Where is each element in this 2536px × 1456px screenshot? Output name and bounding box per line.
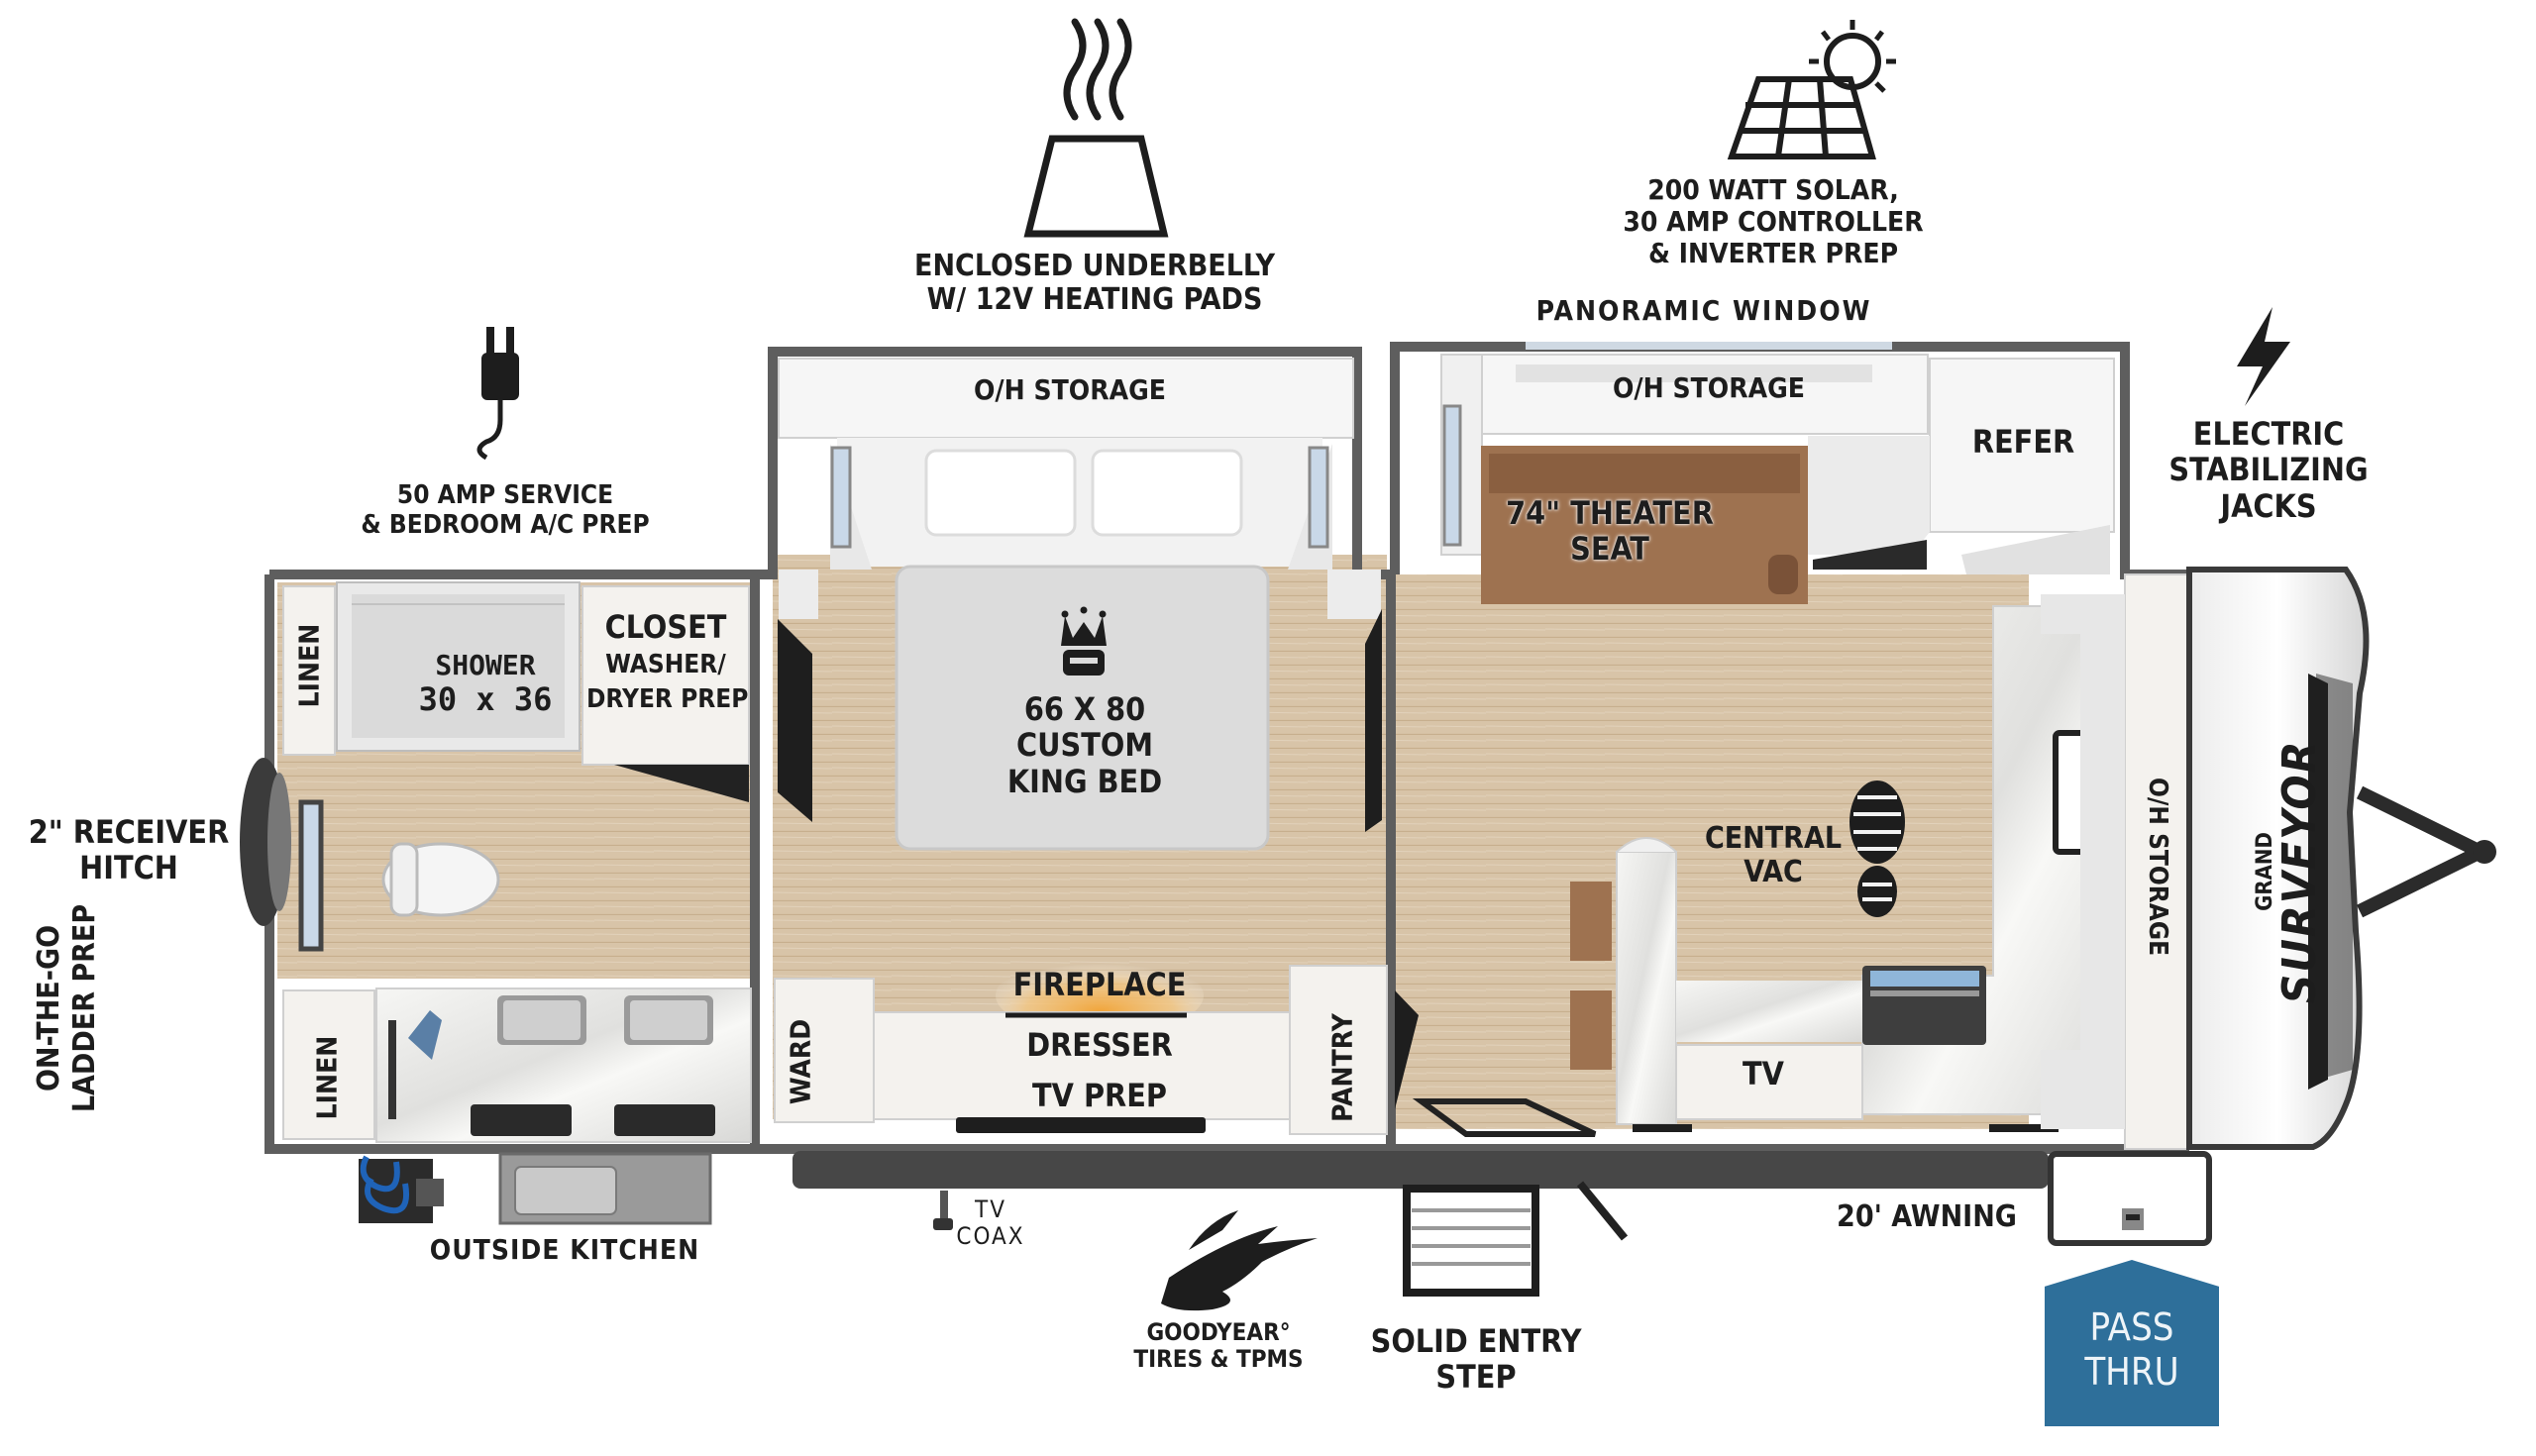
linen-top [282, 585, 336, 756]
closet-cabinet [581, 585, 750, 766]
heat-pad-icon [1023, 18, 1169, 238]
wall-ledge [792, 1151, 2049, 1189]
linen-top-label: LINEN [292, 623, 326, 708]
tow-hitch [2356, 785, 2481, 918]
refer-label: REFER [1971, 423, 2075, 461]
receiver-hitch-label: 2" RECEIVER HITCH [28, 813, 230, 887]
footprint-icon [1849, 780, 1905, 917]
pass-thru-badge: PASS THRU [2045, 1260, 2219, 1426]
pantry-label: PANTRY [1325, 1013, 1359, 1122]
solar-panel-icon [1727, 20, 1896, 159]
brand-logo: GRAND SURVEYOR [2253, 739, 2326, 1004]
fireplace-label: FIREPLACE [1012, 966, 1187, 1003]
outside-kitchen-label: OUTSIDE KITCHEN [429, 1233, 700, 1266]
ladder-prep-label: ON-THE-GO LADDER PREP [32, 903, 102, 1113]
tv-label: TV [1743, 1055, 1784, 1092]
plug-icon [476, 327, 519, 461]
theater-seat-label: 74" THEATER SEAT [1506, 494, 1714, 569]
pillow-left [924, 449, 1077, 537]
bath-window [298, 799, 324, 952]
entry-step [1403, 1185, 1539, 1297]
linen-bottom-label: LINEN [310, 1035, 344, 1120]
outside-kitchen [359, 1152, 712, 1225]
towel-icon [388, 1010, 442, 1119]
pillow-right [1091, 449, 1243, 537]
tv-coax-connector [933, 1191, 953, 1230]
awning-label: 20' AWNING [1837, 1199, 2017, 1234]
front-storage-label: O/H STORAGE [2143, 777, 2172, 957]
dresser [873, 1011, 1291, 1120]
king-bed [895, 565, 1270, 851]
refer [1929, 358, 2115, 533]
ward-label: WARD [784, 1018, 817, 1105]
stool-bottom [1570, 990, 1612, 1070]
dresser-label: DRESSER TV PREP [1026, 1026, 1173, 1115]
amp-service-label: 50 AMP SERVICE & BEDROOM A/C PREP [361, 480, 650, 540]
toilet-icon [381, 842, 500, 917]
bed-label: 66 X 80 CUSTOM KING BED [1006, 690, 1163, 800]
winged-foot-icon [1161, 1210, 1318, 1311]
goodyear-label: GOODYEAR° TIRES & TPMS [1133, 1318, 1304, 1374]
crown-icon [1061, 606, 1107, 676]
bedroom-storage-label: O/H STORAGE [974, 373, 1166, 406]
central-vac-label: CENTRAL VAC [1704, 821, 1843, 890]
living-storage-label: O/H STORAGE [1613, 371, 1805, 404]
panoramic-window-bar [1526, 342, 1892, 350]
island [1616, 851, 1677, 1125]
linen-bottom [282, 989, 375, 1140]
tv-coax-label: TV COAX [956, 1196, 1025, 1251]
door-mat [1412, 1098, 1597, 1137]
shower-label: SHOWER 30 x 36 [418, 649, 553, 718]
pantry-cabinet [1289, 965, 1388, 1135]
electric-jacks-label: ELECTRIC STABILIZING JACKS [2168, 415, 2369, 525]
panoramic-window-label: PANORAMIC WINDOW [1535, 294, 1872, 327]
entry-step-label: SOLID ENTRY STEP [1370, 1322, 1582, 1397]
stool-top [1570, 882, 1612, 961]
underbelly-label: ENCLOSED UNDERBELLY W/ 12V HEATING PADS [914, 249, 1275, 318]
lightning-bolt-icon [2237, 307, 2290, 406]
pass-thru-box [2048, 1151, 2212, 1246]
closet-label: CLOSET WASHER/ DRYER PREP [586, 608, 749, 714]
ward-cabinet [774, 978, 875, 1123]
nightstand-right [1365, 609, 1382, 832]
nightstand-left [778, 619, 812, 822]
solar-label: 200 WATT SOLAR, 30 AMP CONTROLLER & INVE… [1623, 173, 1924, 269]
